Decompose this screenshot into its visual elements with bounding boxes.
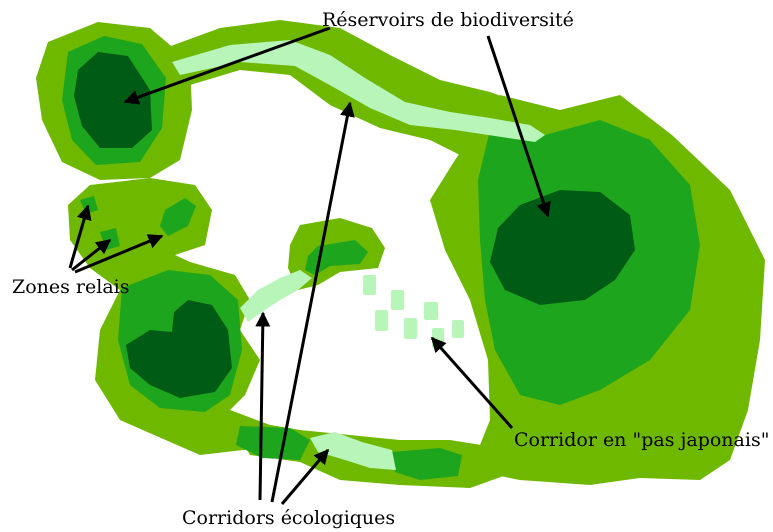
left-corridor — [240, 270, 312, 322]
stepping-stone-7 — [452, 320, 464, 338]
label-pas-japonais: Corridor en "pas japonais" — [514, 429, 769, 451]
stepping-stone-4 — [375, 310, 388, 331]
label-zones-relais: Zones relais — [12, 276, 129, 298]
label-corridors: Corridors écologiques — [182, 507, 395, 529]
stepping-stone-1 — [363, 275, 376, 295]
label-reservoirs: Réservoirs de biodiversité — [322, 9, 574, 31]
stepping-stone-5 — [404, 318, 417, 339]
stepping-stone-3 — [424, 302, 438, 320]
arrow-corridor-left — [260, 313, 263, 500]
stepping-stone-2 — [391, 290, 404, 310]
